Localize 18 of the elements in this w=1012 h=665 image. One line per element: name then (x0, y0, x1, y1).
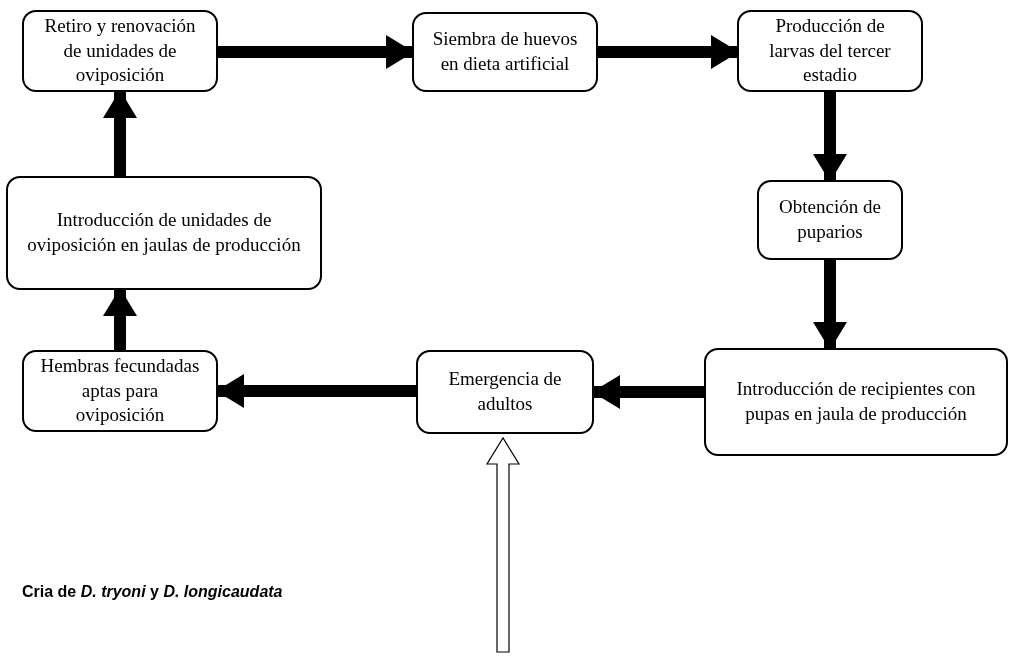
process-box: Introducción de unidades de oviposición en jaulas de producción (6, 176, 322, 290)
hollow-arrow (485, 436, 521, 653)
process-box: Producción de larvas del tercer estadio (737, 10, 923, 92)
arrow (813, 92, 847, 182)
arrow (598, 35, 739, 69)
process-box: Siembra de huevos en dieta artificial (412, 12, 598, 92)
arrow (216, 374, 416, 408)
arrow (103, 90, 137, 176)
process-box: Emergencia de adultos (416, 350, 594, 434)
arrow (218, 35, 414, 69)
caption-text: Cria de D. tryoni y D. longicaudata (22, 582, 283, 602)
arrow (813, 260, 847, 350)
arrow (103, 288, 137, 350)
process-box: Retiro y renovación de unidades de oviposición (22, 10, 218, 92)
arrow (592, 375, 704, 409)
process-box: Introducción de recipientes con pupas en jaula de producción (704, 348, 1008, 456)
process-box: Obtención de puparios (757, 180, 903, 260)
process-box: Hembras fecundadas aptas para oviposición (22, 350, 218, 432)
